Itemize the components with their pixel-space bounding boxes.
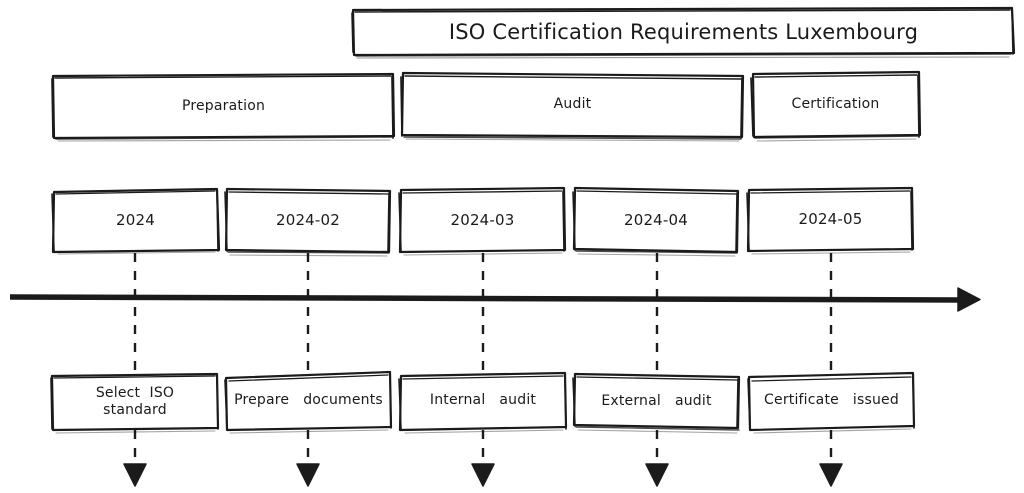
period-box-4	[572, 186, 740, 257]
section-box-audit	[400, 71, 745, 142]
down-arrowhead-icon-3	[471, 463, 495, 487]
period-box-1	[51, 187, 221, 255]
timeline-arrowhead-icon	[957, 287, 981, 312]
period-box-5	[746, 186, 915, 255]
down-arrowhead-icon-1	[123, 463, 147, 487]
section-box-preparation	[51, 72, 396, 142]
period-box-2	[224, 187, 392, 257]
task-box-3	[398, 371, 568, 434]
down-arrowhead-icon-2	[296, 463, 320, 487]
task-box-4	[572, 372, 741, 434]
section-box-certification	[750, 70, 922, 142]
timeline-axis	[9, 287, 981, 312]
down-arrowhead-icon-5	[819, 463, 843, 487]
connector-lines	[133, 253, 833, 375]
task-box-2	[224, 370, 393, 434]
period-box-3	[398, 186, 567, 256]
task-box-5	[747, 371, 916, 434]
down-arrowhead-icon-4	[645, 463, 669, 487]
task-box-1	[50, 372, 220, 434]
title-box	[351, 6, 1016, 59]
task-down-connectors	[133, 430, 833, 465]
task-down-arrowheads	[123, 463, 843, 487]
